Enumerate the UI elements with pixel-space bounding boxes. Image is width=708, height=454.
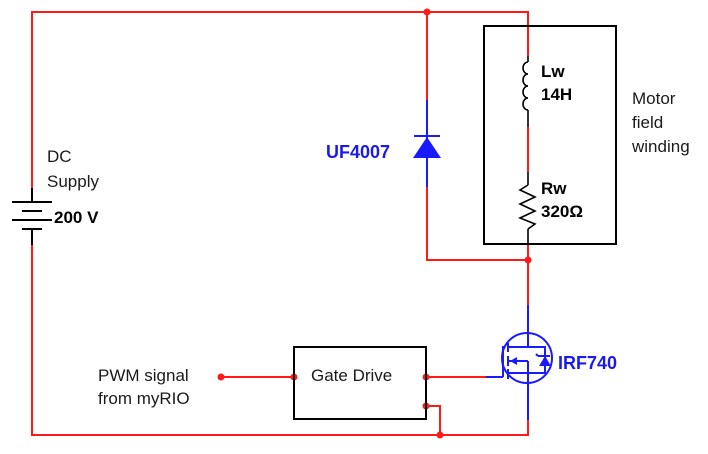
resistor-symbol (517, 172, 537, 244)
inductor-value: 14H (541, 85, 573, 104)
supply-voltage: 200 V (54, 208, 99, 227)
supply-label-line2: Supply (47, 172, 99, 191)
resistor-name: Rw (541, 179, 567, 198)
junction-dot-mid (524, 256, 532, 264)
diode-part-label: UF4007 (326, 142, 391, 162)
pwm-label-line1: PWM signal (98, 366, 189, 385)
winding-label-line3: winding (632, 137, 690, 156)
pwm-label-line2: from myRIO (98, 389, 190, 408)
winding-label-line1: Motor (632, 89, 676, 108)
gate-drive-box (293, 346, 427, 420)
motor-winding-box (483, 25, 617, 245)
wire-diode-bottom (426, 187, 528, 261)
junction-dot-top (423, 8, 431, 16)
resistor-value: 320Ω (541, 202, 583, 221)
supply-label-line1: DC (47, 147, 72, 166)
pwm-terminal-dot (217, 373, 225, 381)
ground-junction-dot (436, 431, 444, 439)
wire-gd-ground (426, 405, 441, 435)
winding-label-line2: field (632, 113, 664, 132)
inductor-name: Lw (541, 62, 565, 81)
mosfet-part-label: IRF740 (558, 353, 618, 373)
battery-symbol (12, 188, 52, 245)
diode-symbol (413, 100, 441, 187)
mosfet-body-diode (539, 356, 551, 366)
wire-top (31, 11, 529, 203)
gate-drive-label: Gate Drive (311, 366, 393, 385)
inductor-symbol (522, 56, 529, 127)
mosfet-arrow (510, 357, 517, 365)
